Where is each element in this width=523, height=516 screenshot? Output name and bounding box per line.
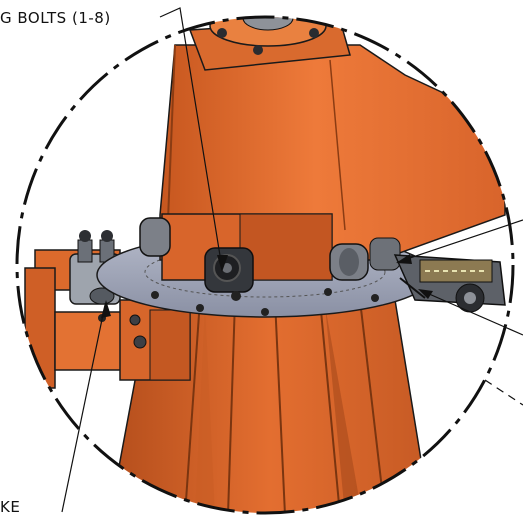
leader-bottom xyxy=(61,304,106,513)
callout-bottom-left: KE xyxy=(0,498,21,516)
callout-clamping-bolts: G BOLTS (1-8) xyxy=(0,9,111,27)
side-rollers xyxy=(139,217,401,281)
leader-right-lower xyxy=(419,289,523,336)
section-line xyxy=(484,379,523,406)
leader-right-upper xyxy=(397,219,523,263)
top-cap xyxy=(188,17,351,71)
leader-arrow xyxy=(217,255,228,272)
upper-housing xyxy=(159,44,506,281)
machine-assembly xyxy=(24,17,506,513)
leader-bolts xyxy=(159,7,223,269)
leader-lines xyxy=(61,7,523,513)
detail-view-circle xyxy=(15,15,515,515)
